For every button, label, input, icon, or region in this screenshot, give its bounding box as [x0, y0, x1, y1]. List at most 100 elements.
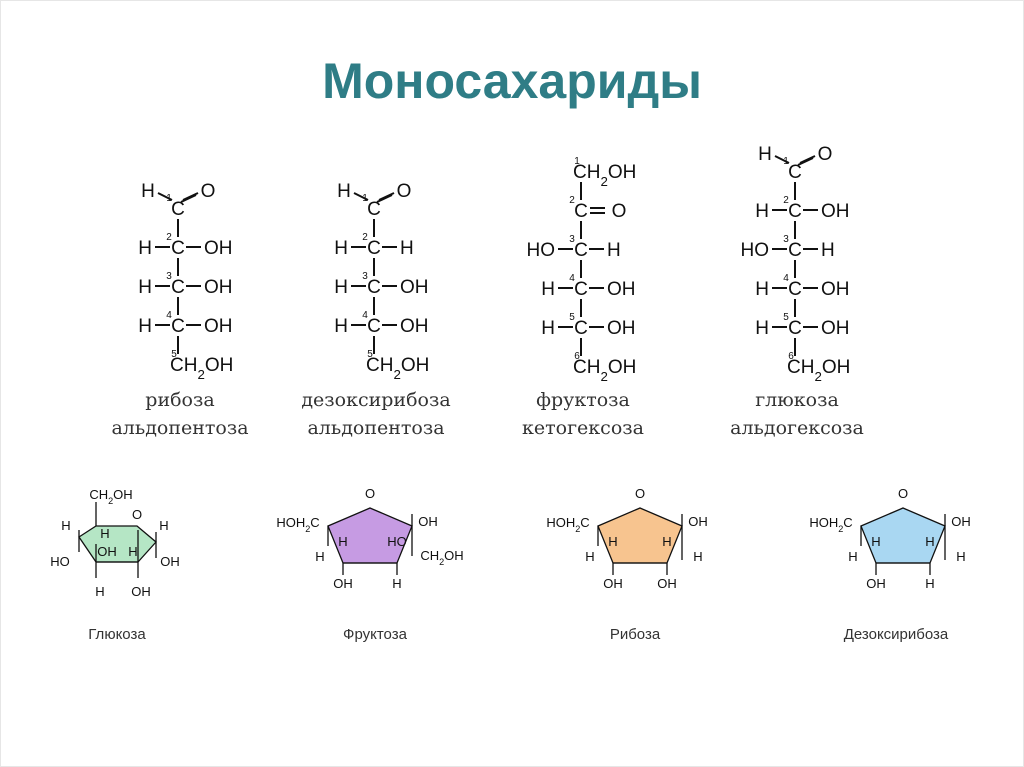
hydroxyl-group: OH	[418, 514, 438, 529]
single-bond	[774, 155, 790, 164]
carbon-number: 4	[783, 273, 789, 284]
substituent: HO	[741, 240, 770, 261]
substituent: OH	[821, 279, 850, 300]
substituent: OH	[400, 277, 429, 298]
substituent: HO	[527, 240, 556, 261]
hydrogen-atom: H	[61, 518, 70, 533]
carbon-number: 1	[362, 193, 368, 204]
carbon-number: 2	[783, 195, 789, 206]
substituent: H	[755, 201, 769, 222]
carbon-atom: C	[171, 238, 185, 259]
substituent: OH	[204, 277, 233, 298]
carbon-number: 4	[166, 310, 172, 321]
sugar-name: фруктоза	[536, 389, 630, 411]
carbon-atom: C	[367, 238, 381, 259]
sugar-name: глюкоза	[755, 389, 839, 411]
hydrogen-atom: H	[100, 526, 109, 541]
substituent: H	[334, 316, 348, 337]
carbon-number: 1	[574, 156, 580, 167]
substituent: OH	[821, 201, 850, 222]
carbon-number: 4	[362, 310, 368, 321]
ch2oh-group: CH2OH	[89, 487, 132, 506]
ring-substituent: H	[925, 534, 934, 549]
ch2oh-group: CH2OH	[787, 357, 850, 384]
carbon-atom: C	[788, 162, 802, 183]
hydrogen-atom: H	[159, 518, 168, 533]
hydroxyl-group: OH	[866, 576, 886, 591]
ring-sugar-name: Дезоксирибоза	[844, 626, 949, 643]
hydroxyl-group: OH	[688, 514, 708, 529]
substituent: H	[138, 277, 152, 298]
substituent: H	[755, 318, 769, 339]
carbon-atom: C	[367, 277, 381, 298]
sugar-class: альдопентоза	[307, 417, 444, 439]
substituent: H	[821, 240, 835, 261]
carbon-number: 5	[171, 349, 177, 360]
carbon-number: 3	[166, 271, 172, 282]
hoh2c-group: HOH2C	[276, 515, 319, 534]
sugar-class: альдопентоза	[111, 417, 248, 439]
hydroxyl-group: OH	[131, 584, 151, 599]
substituent: H	[334, 277, 348, 298]
carbon-number: 6	[788, 351, 794, 362]
sugar-class: кетогексоза	[522, 417, 644, 439]
hydroxyl-group: OH	[333, 576, 353, 591]
hydroxyl-group: OH	[603, 576, 623, 591]
substituent: H	[138, 238, 152, 259]
carbon-number: 5	[783, 312, 789, 323]
ch2oh-group: CH2OH	[573, 357, 636, 384]
carbon-atom: C	[788, 279, 802, 300]
substituent: H	[400, 238, 414, 259]
ring-oxygen: O	[132, 507, 142, 522]
hydrogen-atom: H	[693, 549, 702, 564]
carbon-number: 5	[367, 349, 373, 360]
hydroxyl-group: OH	[97, 544, 117, 559]
glucose-ring	[78, 525, 157, 563]
ring-substituent: H	[662, 534, 671, 549]
carbon-atom: C	[574, 279, 588, 300]
hydrogen-atom: H	[848, 549, 857, 564]
single-bond	[157, 192, 173, 201]
ch2oh-group: CH2OH	[170, 355, 233, 382]
hydrogen-atom: H	[337, 181, 351, 202]
carbon-atom: C	[788, 201, 802, 222]
carbon-atom: C	[367, 199, 381, 220]
ring-oxygen: O	[635, 486, 645, 501]
ring-sugar-name: Рибоза	[610, 626, 661, 643]
carbon-atom: C	[574, 201, 588, 222]
single-bond	[353, 192, 369, 201]
hydrogen-atom: H	[608, 534, 617, 549]
hydrogen-atom: H	[758, 144, 772, 165]
ring-substituent: OH	[657, 576, 677, 591]
ring-oxygen: O	[365, 486, 375, 501]
carbon-atom: C	[171, 199, 185, 220]
ring-substituent: H	[392, 576, 401, 591]
ch2oh-group: CH2OH	[366, 355, 429, 382]
substituent: OH	[400, 316, 429, 337]
carbon-number: 4	[569, 273, 575, 284]
carbon-number: 6	[574, 351, 580, 362]
hoh2c-group: HOH2C	[546, 515, 589, 534]
hydrogen-atom: H	[128, 544, 137, 559]
carbon-atom: C	[788, 240, 802, 261]
carbon-atom: C	[171, 277, 185, 298]
double-bond	[797, 157, 814, 166]
substituent: H	[607, 240, 621, 261]
oxygen-atom: O	[201, 181, 216, 202]
double-bond	[180, 194, 197, 203]
carbon-number: 2	[569, 195, 575, 206]
substituent: OH	[204, 316, 233, 337]
ring-oxygen: O	[898, 486, 908, 501]
hydroxyl-group: OH	[160, 554, 180, 569]
substituent: OH	[607, 318, 636, 339]
ch2oh-group: CH2OH	[420, 548, 463, 567]
hydrogen-atom: H	[338, 534, 347, 549]
hydrogen-atom: H	[956, 549, 965, 564]
substituent: H	[138, 316, 152, 337]
carbon-number: 5	[569, 312, 575, 323]
carbon-number: 1	[783, 156, 789, 167]
carbon-number: 2	[166, 232, 172, 243]
ring-sugar-name: Глюкоза	[88, 626, 146, 643]
substituent: H	[334, 238, 348, 259]
